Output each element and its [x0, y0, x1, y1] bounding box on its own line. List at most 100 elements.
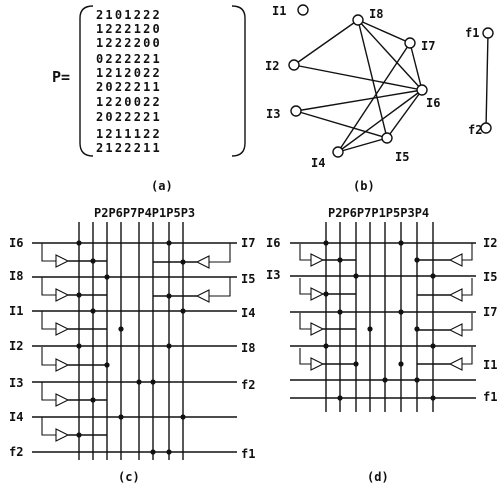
connection-line: [41, 382, 56, 401]
junction-dot: [76, 240, 82, 246]
graph-node-label: I7: [421, 39, 435, 53]
buffer-symbol: [448, 357, 463, 371]
layout-d-wiring: [290, 222, 476, 412]
layout-c-left-label: I6: [9, 236, 23, 250]
graph-node-I2: [288, 59, 300, 71]
graph-edge: [485, 32, 489, 129]
connection-line: [41, 311, 56, 330]
layout-c-right-label: f2: [241, 378, 255, 392]
connection-line: [209, 243, 231, 263]
junction-dot: [382, 377, 388, 383]
matrix-row: 1222120: [96, 22, 162, 36]
layout-c-right-label: I8: [241, 341, 255, 355]
graph-edge: [386, 89, 423, 139]
layout-d-title: P2P6P7P1P5P3P4: [328, 206, 429, 220]
layout-c-left-label: I2: [9, 339, 23, 353]
connection-line: [462, 243, 473, 261]
connection-line: [41, 243, 56, 262]
connection-line: [299, 244, 311, 261]
matrix-row: 1212022: [96, 66, 162, 80]
junction-dot: [414, 377, 420, 383]
buffer-symbol: [195, 255, 210, 269]
matrix-panel: P= 2101222 1222120 1222200 0222221 12120…: [52, 5, 246, 193]
junction-dot: [398, 240, 404, 246]
junction-dot: [150, 449, 156, 455]
junction-dot: [323, 291, 329, 297]
graph-edge: [293, 64, 423, 91]
junction-dot: [353, 361, 359, 367]
buffer-symbol: [195, 289, 210, 303]
graph-edge: [295, 110, 388, 139]
matrix-right-bracket: [231, 5, 246, 157]
layout-c-wiring: [32, 222, 237, 460]
junction-dot: [430, 343, 436, 349]
matrix-row: 2022211: [96, 80, 162, 94]
graph-edge: [409, 42, 423, 91]
layout-c-right-label: I7: [241, 236, 255, 250]
graph-node-f2: [480, 122, 492, 134]
layout-c-left-label: I3: [9, 376, 23, 390]
junction-dot: [323, 343, 329, 349]
layout-d-right-label: I1: [483, 358, 497, 372]
layout-c-panel: P2P6P7P4P1P5P3 I6 I8 I1 I2 I3 I4 f2 I7 I…: [9, 206, 255, 484]
junction-dot: [337, 257, 343, 263]
junction-dot: [398, 309, 404, 315]
graph-node-I5: [381, 132, 393, 144]
graph-node-I1: [297, 4, 309, 16]
junction-dot: [323, 240, 329, 246]
graph-node-label: f2: [468, 123, 482, 137]
connection-line: [299, 313, 311, 330]
junction-dot: [136, 379, 142, 385]
graph-edge: [357, 19, 388, 139]
buffer-symbol: [55, 254, 70, 268]
layout-c-left-label: I1: [9, 304, 23, 318]
buffer-symbol: [55, 322, 70, 336]
junction-dot: [166, 343, 172, 349]
connection-line: [462, 278, 473, 296]
matrix-row: 1211122: [96, 127, 162, 141]
junction-dot: [104, 274, 110, 280]
connection-line: [209, 277, 231, 297]
layout-d-right-label: I7: [483, 305, 497, 319]
matrix-row: 1222200: [96, 36, 162, 50]
graph-edge: [357, 19, 423, 91]
graph-panel: I1 I8 I7 I2 I6 I3 I5 I4 f1 f2 (b): [265, 4, 494, 193]
layout-c-left-label: I4: [9, 410, 23, 424]
buffer-symbol: [448, 253, 463, 267]
connection-line: [41, 347, 56, 366]
junction-dot: [180, 308, 186, 314]
junction-dot: [337, 309, 343, 315]
buffer-symbol: [55, 358, 70, 372]
layout-d-left-label: I3: [266, 268, 280, 282]
graph-edge: [357, 19, 411, 44]
junction-dot: [166, 240, 172, 246]
junction-dot: [90, 308, 96, 314]
junction-dot: [90, 397, 96, 403]
junction-dot: [367, 326, 373, 332]
matrix-rows: 2101222 1222120 1222200 0222221 1212022 …: [96, 8, 162, 155]
junction-dot: [118, 414, 124, 420]
buffer-symbol: [310, 253, 325, 267]
graph-node-label: I8: [369, 7, 383, 21]
junction-dot: [166, 449, 172, 455]
junction-dot: [76, 292, 82, 298]
caption-c: (c): [118, 470, 140, 484]
matrix-row: 2022221: [96, 110, 162, 124]
graph-node-I4: [332, 146, 344, 158]
graph-node-I3: [290, 105, 302, 117]
matrix-row: 1220022: [96, 95, 162, 109]
buffer-symbol: [55, 288, 70, 302]
junction-dot: [90, 258, 96, 264]
caption-a: (a): [151, 179, 173, 193]
buffer-symbol: [448, 323, 463, 337]
connection-line: [462, 313, 473, 331]
graph-node-label: I4: [311, 156, 325, 170]
graph-edge: [293, 19, 359, 66]
connection-line: [299, 348, 311, 365]
junction-dot: [118, 326, 124, 332]
connection-line: [41, 277, 56, 296]
layout-d-right-label: I5: [483, 270, 497, 284]
matrix-left-bracket: [79, 5, 94, 157]
junction-dot: [414, 257, 420, 263]
